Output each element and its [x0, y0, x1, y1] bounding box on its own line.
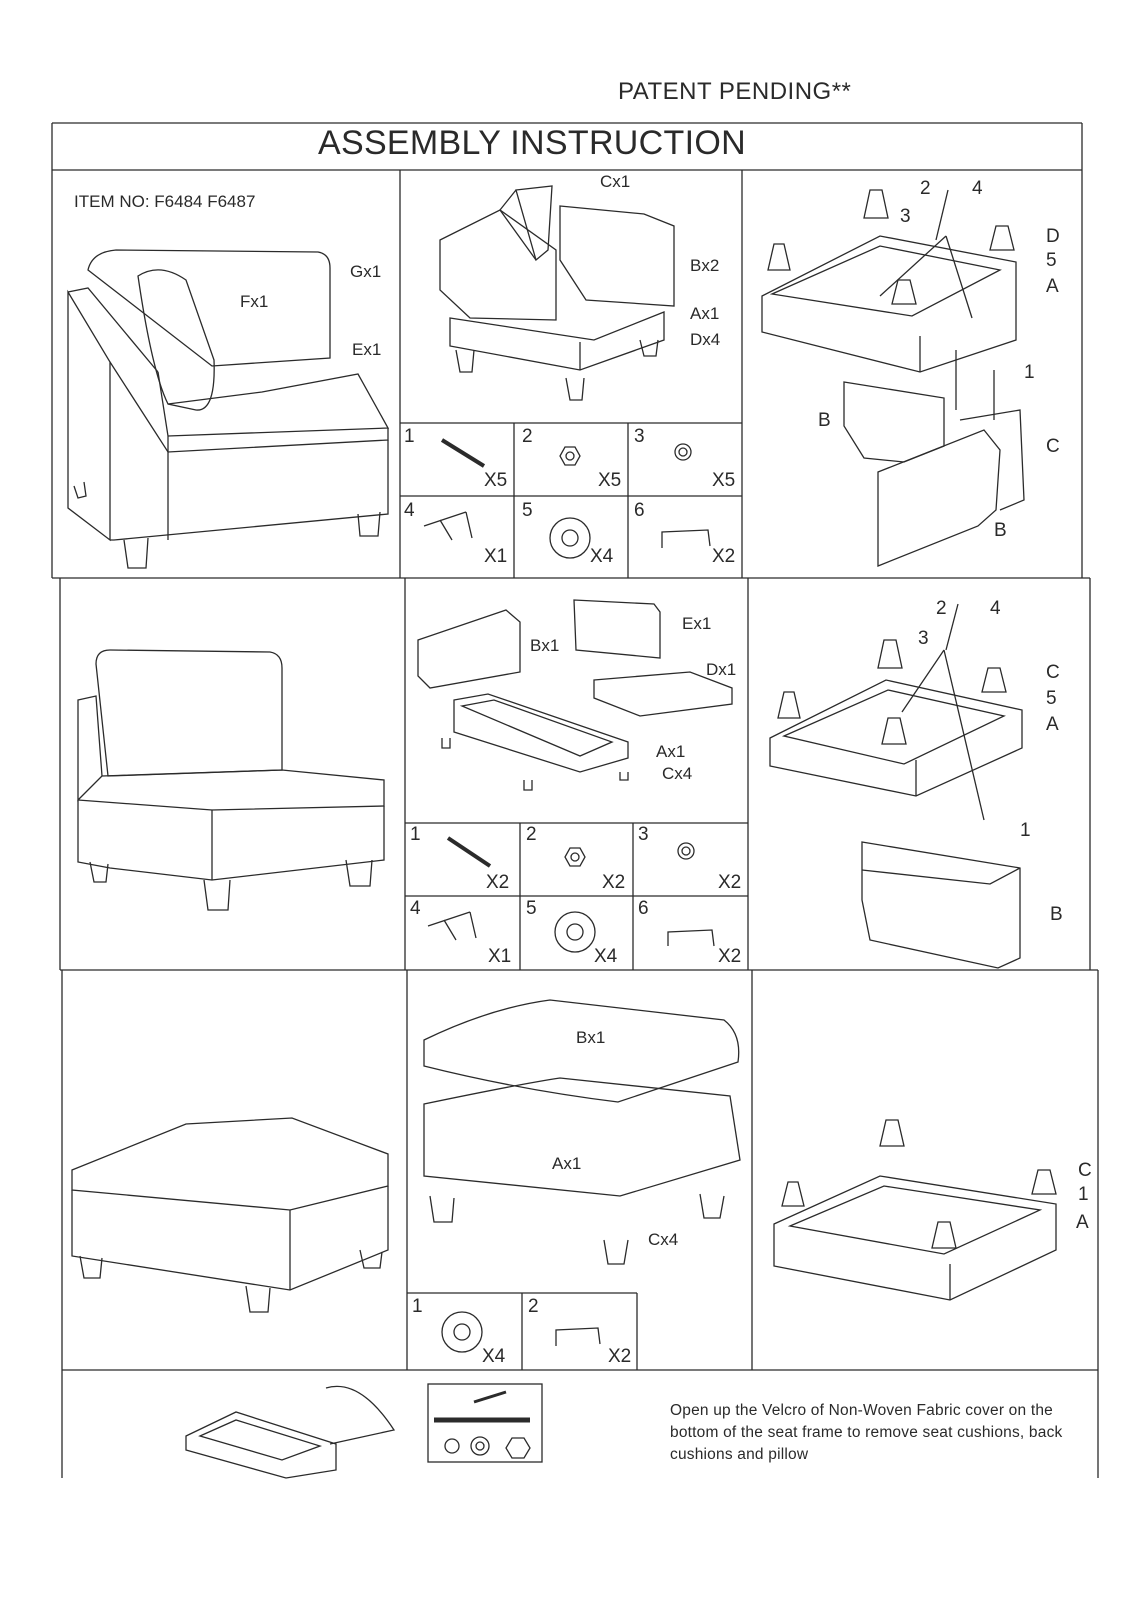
part-label-b: Bx2 [690, 256, 720, 275]
assembly-label: C [1046, 662, 1060, 683]
grid-frame [51, 122, 1099, 1478]
hardware-number: 3 [638, 824, 649, 845]
hardware-icons-2 [427, 836, 715, 953]
footer-seat-frame-illustration [185, 1385, 396, 1479]
hardware-qty: X5 [598, 470, 622, 491]
assembly-label: A [1076, 1212, 1089, 1233]
assembly-label: A [1046, 276, 1059, 297]
hardware-qty: X5 [484, 470, 508, 491]
part-label-d: Dx4 [690, 330, 721, 349]
hardware-number: 3 [634, 426, 645, 447]
assembly-label: 3 [918, 628, 929, 649]
assembly-label: 4 [990, 598, 1001, 619]
ottoman-illustration [71, 1117, 389, 1313]
part-label-c: Cx4 [648, 1230, 679, 1249]
part-label-g: Gx1 [350, 262, 382, 281]
hardware-number: 1 [404, 426, 415, 447]
assembly-label: B [994, 520, 1007, 541]
hardware-qty: X4 [482, 1346, 506, 1367]
ottoman-exploded-view [423, 999, 741, 1265]
corner-sofa-illustration [67, 249, 390, 569]
assembly-label: 5 [1046, 250, 1057, 271]
hardware-icons-3 [441, 1311, 601, 1353]
hardware-qty: X2 [602, 872, 626, 893]
hardware-qty: X2 [718, 946, 742, 967]
assembly-label: 1 [1020, 820, 1031, 841]
assembly-label: 1 [1024, 362, 1035, 383]
assembly-label: 2 [936, 598, 947, 619]
assembly-label: C [1078, 1160, 1092, 1181]
page-title: ASSEMBLY INSTRUCTION [318, 124, 746, 162]
assembly-label: 3 [900, 206, 911, 227]
hardware-number: 4 [410, 898, 421, 919]
hardware-number: 1 [410, 824, 421, 845]
hardware-qty: X2 [712, 546, 736, 567]
item-number: ITEM NO: F6484 F6487 [74, 192, 256, 211]
armless-frame-assembly [769, 603, 1023, 969]
hardware-qty: X2 [486, 872, 510, 893]
assembly-label: B [818, 410, 831, 431]
part-label-a: Ax1 [552, 1154, 582, 1173]
armless-chair-illustration [77, 649, 385, 911]
part-label-a: Ax1 [656, 742, 686, 761]
part-label-d: Dx1 [706, 660, 737, 679]
hardware-qty: X1 [484, 546, 508, 567]
hardware-qty: X5 [712, 470, 736, 491]
assembly-label: A [1046, 714, 1059, 735]
part-label-b: Bx1 [530, 636, 560, 655]
assembly-label: C [1046, 436, 1060, 457]
hardware-number: 6 [638, 898, 649, 919]
assembly-label: 5 [1046, 688, 1057, 709]
hardware-number: 6 [634, 500, 645, 521]
corner-frame-assembly [761, 189, 1025, 567]
hardware-qty: X4 [594, 946, 618, 967]
hardware-number: 5 [522, 500, 533, 521]
part-label-e: Ex1 [682, 614, 712, 633]
part-label-a: Ax1 [690, 304, 720, 323]
assembly-label: D [1046, 226, 1060, 247]
part-label-c: Cx1 [600, 172, 631, 191]
hardware-number: 2 [526, 824, 537, 845]
assembly-label: B [1050, 904, 1063, 925]
hardware-number: 5 [526, 898, 537, 919]
footer-note: Open up the Velcro of Non-Woven Fabric c… [670, 1402, 1063, 1463]
assembly-label: 1 [1078, 1184, 1089, 1205]
patent-pending-notice: PATENT PENDING** [618, 78, 852, 105]
part-label-f: Fx1 [240, 292, 269, 311]
hardware-number: 4 [404, 500, 415, 521]
hardware-qty: X2 [718, 872, 742, 893]
assembly-label: 2 [920, 178, 931, 199]
hardware-qty: X2 [608, 1346, 632, 1367]
hardware-number: 1 [412, 1296, 423, 1317]
hardware-icons-1 [423, 438, 711, 559]
part-label-b: Bx1 [576, 1028, 606, 1047]
footer-hardware-bag [427, 1383, 543, 1463]
hardware-number: 2 [522, 426, 533, 447]
corner-exploded-view [439, 185, 675, 401]
hardware-number: 2 [528, 1296, 539, 1317]
hardware-qty: X4 [590, 546, 614, 567]
part-label-e: Ex1 [352, 340, 382, 359]
ottoman-frame-assembly [773, 1119, 1057, 1301]
hardware-qty: X1 [488, 946, 512, 967]
assembly-label: 4 [972, 178, 983, 199]
part-label-c: Cx4 [662, 764, 693, 783]
armless-exploded-view [417, 599, 733, 791]
